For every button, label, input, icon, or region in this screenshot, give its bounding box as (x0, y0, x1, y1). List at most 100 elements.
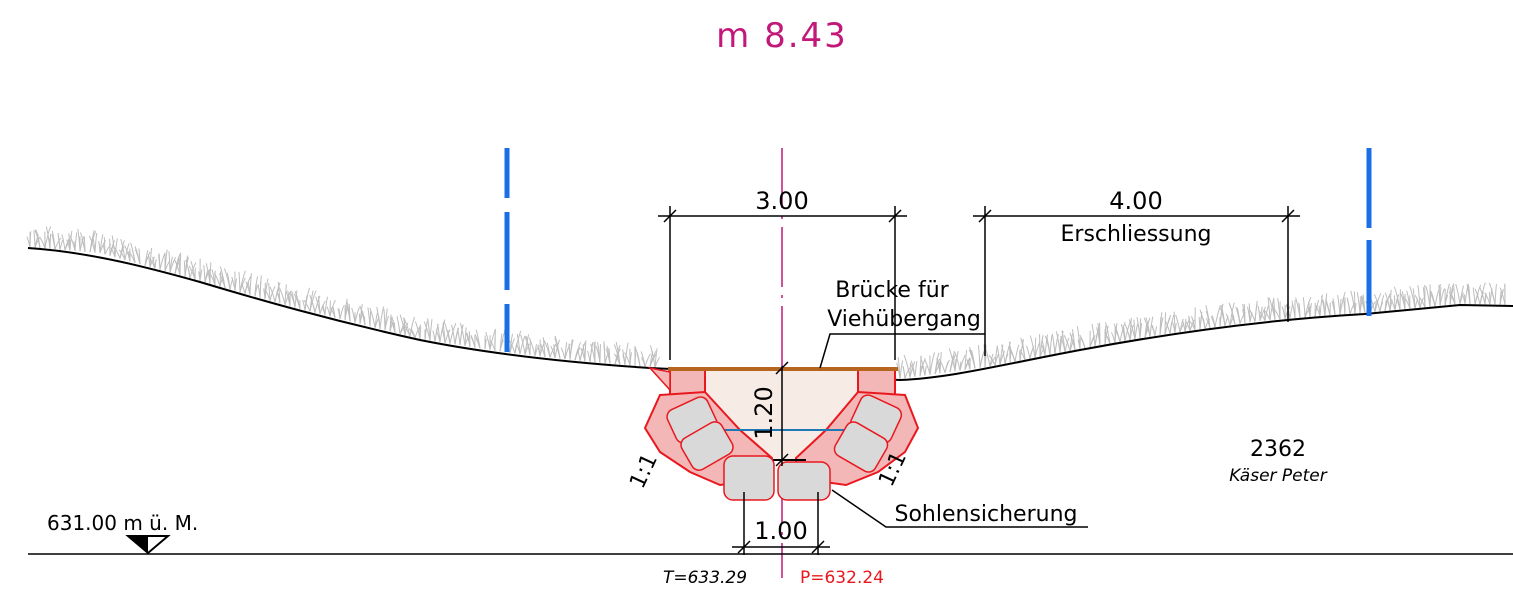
grass-blade (525, 335, 531, 356)
grass-blade (269, 286, 276, 303)
grass-blade (1374, 300, 1377, 313)
grass-blade (1479, 286, 1486, 305)
grass-blade (584, 340, 587, 362)
grass-blade (1272, 304, 1276, 320)
owner-name: Käser Peter (1229, 466, 1328, 486)
grass-blade (1181, 319, 1186, 332)
grass-blade (80, 232, 86, 252)
grass-blade (329, 299, 336, 317)
grass-blade (624, 342, 629, 366)
grass-blade (104, 243, 112, 255)
grass-blade (560, 347, 566, 360)
grass-blade (524, 334, 530, 355)
grass-blade (1474, 288, 1481, 305)
grass-blade (409, 316, 415, 337)
grass-blade (1254, 303, 1258, 322)
bridge-label-line1: Brücke für (835, 278, 949, 303)
title: m 8.43 (716, 16, 848, 56)
grass-blade (379, 306, 385, 330)
grass-blade (158, 253, 161, 270)
grass-blade (414, 324, 422, 338)
grass-blade (1490, 290, 1496, 305)
grass-blade (441, 328, 446, 343)
grass-blade (1039, 335, 1044, 358)
grass-blade (1159, 316, 1162, 336)
grass-blade (358, 313, 361, 325)
grass-blade (51, 233, 56, 250)
grass-blade (1051, 333, 1056, 355)
grass-blade (1466, 284, 1471, 305)
grass-blade (384, 315, 389, 331)
grass-blade (130, 242, 136, 263)
grass-blade (403, 318, 411, 337)
grass-blade (1211, 315, 1216, 328)
grass-blade (1417, 285, 1421, 308)
grass-blade (1154, 326, 1158, 336)
grass-blade (119, 246, 125, 259)
grass-blade (914, 361, 918, 377)
grass-blade (554, 343, 561, 359)
grass-blade (277, 293, 281, 304)
grass-blade (164, 249, 168, 272)
grass-blade (303, 299, 311, 312)
grass-blade (234, 278, 238, 291)
grass-blade (1438, 284, 1441, 306)
grass-blade (89, 230, 95, 253)
grass-blade (1332, 298, 1336, 316)
grass-blade (949, 350, 956, 373)
grass-blade (519, 335, 526, 355)
grass-blade (74, 232, 78, 251)
grass-blade (369, 307, 376, 328)
grass-blade (994, 346, 998, 366)
grass-blade (1044, 334, 1049, 357)
grass-blade (587, 350, 591, 362)
grass-blade (475, 338, 481, 349)
grass-blade (520, 334, 526, 355)
grass-blade (1452, 283, 1456, 305)
grass-blade (540, 346, 546, 358)
grass-blade (33, 230, 36, 248)
grass-blade (499, 332, 505, 352)
grass-blade (1026, 345, 1031, 360)
grass-blade (188, 265, 196, 280)
grass-blade (1129, 317, 1132, 341)
grass-blade (989, 353, 994, 367)
grass-blade (1001, 344, 1006, 365)
grass-blade (1236, 307, 1241, 324)
grass-blade (466, 332, 471, 347)
grass-blade (902, 366, 906, 379)
grass-blade (1139, 323, 1143, 339)
grass-blade (1342, 298, 1346, 315)
grass-blade (1091, 323, 1096, 347)
grass-blade (1133, 319, 1136, 340)
grass-blade (351, 307, 356, 323)
dimension-access-width (973, 206, 1300, 356)
grass-blade (294, 291, 301, 310)
grass-blade (1396, 298, 1401, 310)
grass-blade (1136, 316, 1141, 339)
grass-blade (159, 253, 166, 270)
grass-blade (1384, 299, 1387, 312)
grass-blade (265, 290, 271, 301)
grass-blade (391, 316, 396, 333)
grass-blade (1373, 294, 1381, 312)
grass-blade (1409, 286, 1416, 309)
grass-blade (1444, 283, 1450, 306)
grass-blade (1044, 335, 1051, 356)
grass-blade (1008, 346, 1016, 363)
grass-blade (459, 324, 464, 346)
grass-blade (1291, 300, 1296, 319)
parcel-number: 2362 (1250, 437, 1306, 462)
grass-blade (1120, 323, 1126, 342)
grass-blade (1479, 291, 1484, 305)
grass-blade (1149, 316, 1154, 337)
grass-blade (1494, 284, 1497, 305)
grass-blade (1219, 307, 1226, 326)
grass-blade (896, 362, 901, 380)
grass-blade (39, 236, 46, 249)
grass-blade (348, 303, 351, 322)
grass-blade (1191, 315, 1196, 331)
bed-protection-label: Sohlensicherung (894, 502, 1077, 527)
grass-blade (249, 273, 252, 296)
grass-blade (654, 357, 661, 368)
